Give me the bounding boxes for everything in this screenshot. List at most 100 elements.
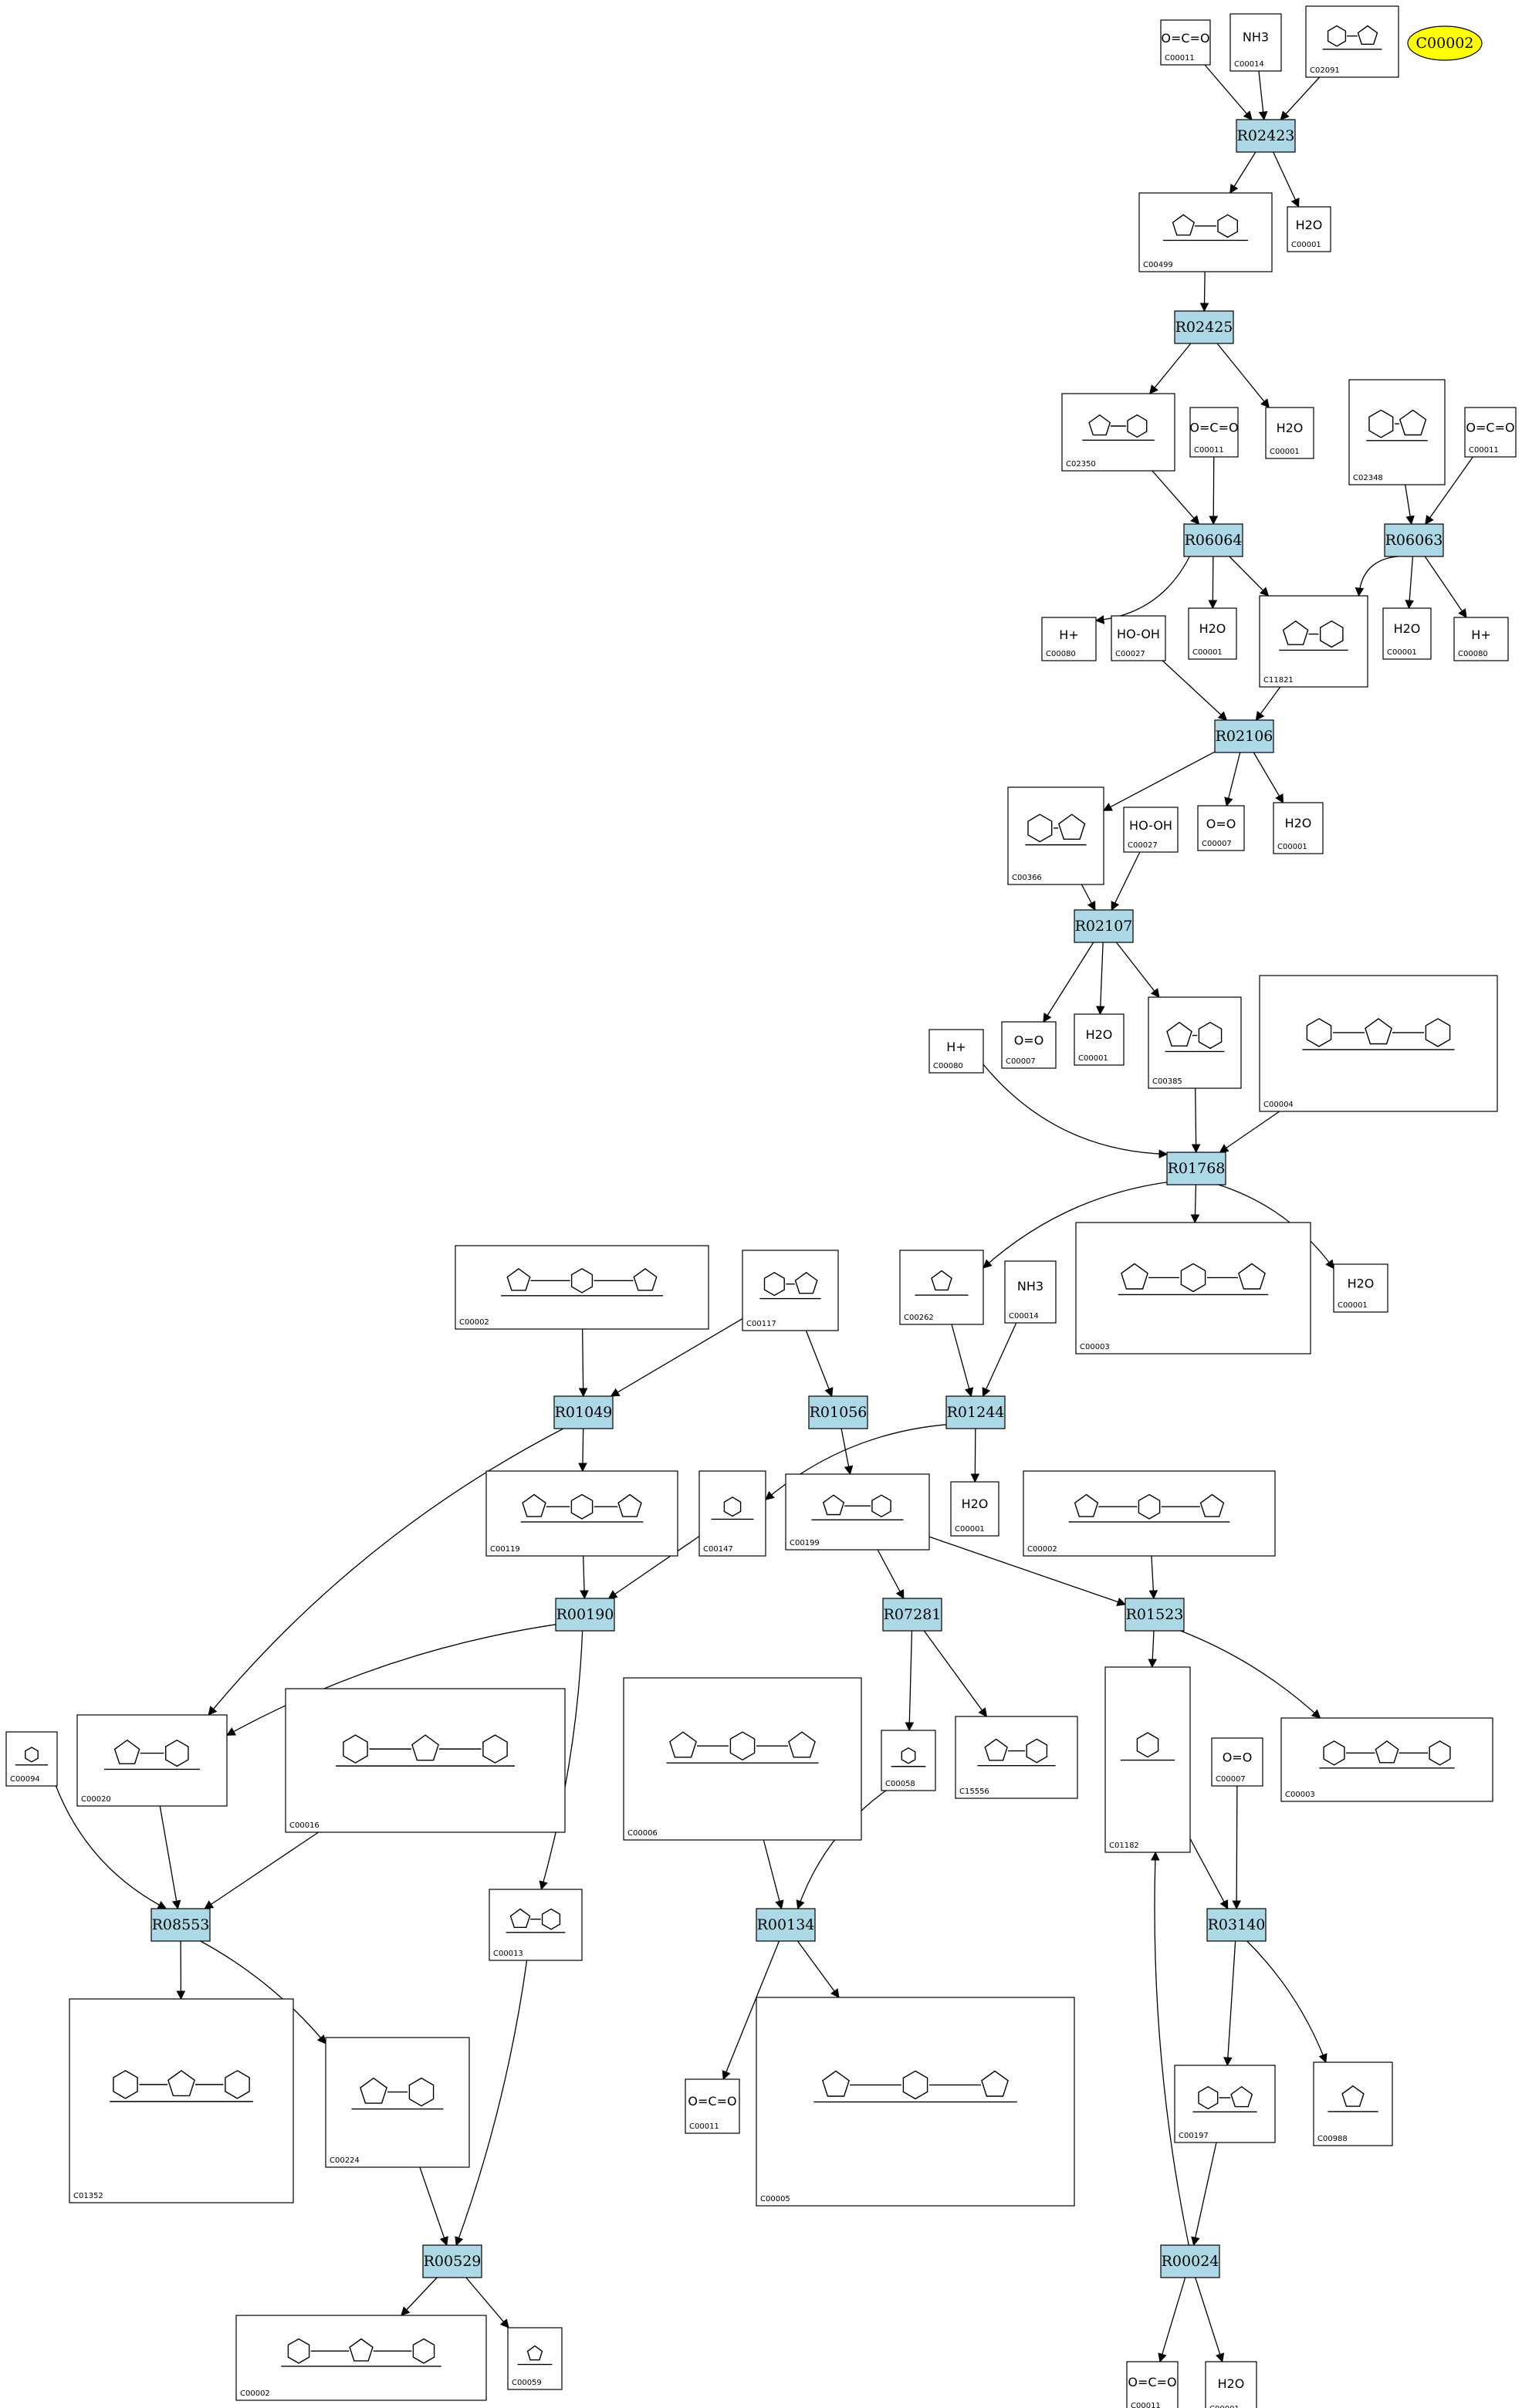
compound-id: C00262 <box>904 1314 934 1322</box>
compound-node[interactable]: C00059 <box>507 2327 563 2390</box>
compound-box <box>1287 206 1331 252</box>
compound-box <box>1305 5 1399 78</box>
compound-node[interactable]: C15556 <box>955 1716 1078 1799</box>
compound-box <box>1074 1013 1125 1066</box>
compound-node[interactable]: H+C00080 <box>928 1029 984 1074</box>
reaction-node[interactable]: R00024 <box>1160 2244 1220 2278</box>
compound-node[interactable]: C00002 <box>1023 1470 1276 1557</box>
compound-node[interactable]: C00003 <box>1075 1222 1311 1354</box>
reaction-node[interactable]: R02425 <box>1174 310 1234 344</box>
reaction-node[interactable]: R07281 <box>882 1598 942 1632</box>
edge-arrow <box>1150 1851 1189 2246</box>
reaction-node[interactable]: R00134 <box>756 1908 816 1942</box>
compound-box <box>1453 617 1509 661</box>
compound-node[interactable]: C00499 <box>1138 192 1273 272</box>
reaction-node[interactable]: R01244 <box>945 1395 1006 1429</box>
reaction-node[interactable]: R02107 <box>1074 909 1134 943</box>
compound-node[interactable]: C00004 <box>1259 975 1498 1112</box>
edge-arrow <box>1149 343 1192 394</box>
reaction-node[interactable]: R02106 <box>1214 719 1274 753</box>
reaction-node[interactable]: R00190 <box>555 1598 615 1632</box>
compound-node[interactable]: C00005 <box>756 1997 1075 2207</box>
compound-node[interactable]: C00006 <box>623 1677 862 1841</box>
compound-node[interactable]: C00119 <box>485 1470 678 1557</box>
structure-ring <box>1425 1018 1451 1047</box>
highlighted-compound[interactable]: C00002 <box>1407 25 1483 61</box>
compound-node[interactable]: C00058 <box>881 1730 936 1791</box>
reaction-node[interactable]: R08553 <box>151 1908 211 1942</box>
reaction-node[interactable]: R06064 <box>1183 523 1243 557</box>
compound-node[interactable]: C00262 <box>899 1250 984 1325</box>
compound-node[interactable]: C00002 <box>455 1245 709 1330</box>
compound-node[interactable]: C00003 <box>1280 1717 1493 1802</box>
structure-ring <box>1138 1493 1161 1520</box>
structure-ring <box>822 2070 850 2097</box>
edge-arrow <box>763 1839 784 1910</box>
compound-box <box>698 1470 766 1557</box>
compound-node[interactable]: H+C00080 <box>1041 617 1097 661</box>
reaction-label: R08553 <box>152 1916 210 1933</box>
compound-node[interactable]: C00385 <box>1148 996 1242 1089</box>
compound-node[interactable]: C01182 <box>1104 1666 1191 1853</box>
compound-id: C00001 <box>1291 241 1321 249</box>
compound-node[interactable]: C11821 <box>1259 595 1368 688</box>
reaction-node[interactable]: R01049 <box>553 1395 614 1429</box>
compound-node[interactable]: C01352 <box>69 1998 294 2203</box>
compound-node[interactable]: H+C00080 <box>1453 617 1509 661</box>
compound-id: C00014 <box>1009 1312 1039 1321</box>
reaction-node[interactable]: R06063 <box>1384 523 1444 557</box>
compound-id: C00001 <box>955 1525 985 1534</box>
compound-node[interactable]: C00013 <box>489 1889 583 1961</box>
compound-id: C00016 <box>289 1821 320 1830</box>
compound-node[interactable]: C02091 <box>1305 5 1399 78</box>
edge-arrow <box>607 1535 700 1599</box>
reaction-box <box>555 1598 615 1632</box>
reaction-node[interactable]: R01523 <box>1125 1598 1185 1632</box>
compound-node[interactable]: C00147 <box>698 1470 766 1557</box>
compound-node[interactable]: C00117 <box>742 1250 839 1331</box>
reaction-box <box>1183 523 1243 557</box>
compound-node[interactable]: C00988 <box>1313 2061 1393 2146</box>
compound-node[interactable]: C02350 <box>1061 393 1175 472</box>
reaction-node[interactable]: R01056 <box>808 1395 868 1429</box>
compound-node[interactable]: C02348 <box>1348 379 1446 485</box>
edge-arrow <box>983 1064 1169 1158</box>
compound-node[interactable]: C00020 <box>76 1714 228 1807</box>
reaction-node[interactable]: R01768 <box>1166 1152 1226 1185</box>
edge-arrow <box>225 1624 556 1736</box>
compound-node[interactable]: C00199 <box>785 1473 930 1551</box>
compound-id: C00385 <box>1152 1077 1182 1086</box>
compound-node[interactable]: C00224 <box>325 2037 470 2168</box>
compound-node[interactable]: C00366 <box>1007 786 1104 885</box>
compound-id: C00988 <box>1317 2135 1348 2143</box>
edge-arrow <box>1043 942 1094 1023</box>
compound-node[interactable]: C00002 <box>235 2315 487 2401</box>
compound-node[interactable]: C00094 <box>5 1731 58 1787</box>
reaction-node[interactable]: R00529 <box>422 2244 482 2278</box>
reaction-node[interactable]: R02423 <box>1236 119 1296 153</box>
compound-node[interactable]: C00197 <box>1174 2065 1276 2143</box>
compound-node[interactable]: C00016 <box>285 1688 566 1833</box>
reaction-node[interactable]: R03140 <box>1206 1908 1267 1942</box>
